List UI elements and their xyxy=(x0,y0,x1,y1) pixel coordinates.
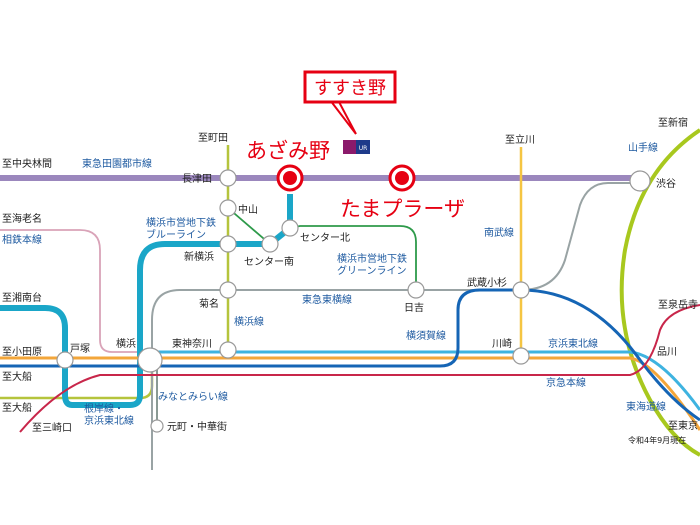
station-marker-musashi-kosugi[interactable] xyxy=(512,281,530,299)
footnote: 令和4年9月現在 xyxy=(628,435,686,445)
label-yokohama: 横浜 xyxy=(116,337,136,350)
line-label-sotetsu: 相鉄本線 xyxy=(2,233,42,246)
dir-chuo-rinkan: 至中央林間 xyxy=(2,157,52,170)
featured-label-tama-plaza: たまプラーザ xyxy=(340,197,465,221)
dir-ebina: 至海老名 xyxy=(2,212,42,225)
line-label-blue-1: 横浜市営地下鉄 xyxy=(146,216,216,229)
sotetsu-line xyxy=(0,229,145,353)
dir-tachikawa: 至立川 xyxy=(505,133,535,146)
yamanote-line xyxy=(619,128,700,457)
line-label-yokohama: 横浜線 xyxy=(234,315,264,328)
toyoko-line xyxy=(151,182,640,470)
label-center-kita: センター北 xyxy=(300,232,350,244)
tokaido-line xyxy=(0,356,700,431)
station-marker-motomachi-chukagai[interactable] xyxy=(150,419,164,433)
line-label-green-1: 横浜市営地下鉄 xyxy=(337,252,407,265)
label-nakayama: 中山 xyxy=(238,203,258,216)
featured-label-azamino: あざみ野 xyxy=(246,139,330,163)
featured-marker-tama-plaza[interactable] xyxy=(388,164,416,192)
line-label-yokosuka: 横須賀線 xyxy=(406,329,446,342)
line-label-denentoshi: 東急田園都市線 xyxy=(82,157,152,170)
station-marker-kikuna[interactable] xyxy=(219,281,237,299)
label-shibuya: 渋谷 xyxy=(656,177,676,190)
station-marker-center-kita[interactable] xyxy=(281,219,299,237)
label-higashi-kanagawa: 東神奈川 xyxy=(172,337,212,350)
line-label-nambu: 南武線 xyxy=(484,226,514,239)
station-marker-nagatsuta[interactable] xyxy=(219,169,237,187)
label-kawasaki: 川崎 xyxy=(492,337,512,350)
label-musashi-kosugi: 武蔵小杉 xyxy=(467,276,507,289)
dir-sengakuji: 至泉岳寺 xyxy=(658,298,698,311)
line-label-keikyu: 京急本線 xyxy=(546,376,586,389)
dir-tokyo: 至東京 xyxy=(668,419,698,432)
line-label-yamanote: 山手線 xyxy=(628,141,658,154)
station-marker-kawasaki[interactable] xyxy=(512,347,530,365)
label-hiyoshi: 日吉 xyxy=(404,302,424,314)
line-label-toyoko: 東急東横線 xyxy=(302,293,352,306)
station-marker-hiyoshi[interactable] xyxy=(407,281,425,299)
dir-machida: 至町田 xyxy=(198,132,228,144)
station-marker-totsuka[interactable] xyxy=(56,351,74,369)
dir-misakiguchi: 至三崎口 xyxy=(32,421,72,434)
callout-susukino: すすき野 xyxy=(303,70,397,135)
line-label-blue-2: ブルーライン xyxy=(146,228,206,241)
line-label-keihin-tohoku: 京浜東北線 xyxy=(548,337,598,350)
label-kikuna: 菊名 xyxy=(199,297,219,310)
label-center-minami: センター南 xyxy=(244,255,294,268)
station-marker-nakayama[interactable] xyxy=(219,199,237,217)
dir-ofuna-1: 至大船 xyxy=(2,370,32,383)
station-marker-higashi-kanagawa[interactable] xyxy=(219,341,237,359)
keihin-tohoku-line xyxy=(145,350,700,411)
station-marker-shin-yokohama[interactable] xyxy=(219,235,237,253)
label-totsuka: 戸塚 xyxy=(70,343,90,355)
featured-marker-azamino[interactable] xyxy=(276,164,304,192)
line-label-negishi-2: 京浜東北線 xyxy=(84,414,134,427)
line-label-green-2: グリーンライン xyxy=(337,264,407,277)
yokosuka-line xyxy=(0,288,700,422)
station-marker-center-minami[interactable] xyxy=(261,235,279,253)
dir-odawara: 至小田原 xyxy=(2,346,42,358)
ur-logo: UR xyxy=(343,140,370,154)
line-label-minatomirai: みなとみらい線 xyxy=(158,390,228,403)
dir-ofuna-2: 至大船 xyxy=(2,401,32,414)
line-label-negishi-1: 根岸線・ xyxy=(84,402,124,415)
label-motomachi-chukagai: 元町・中華街 xyxy=(167,420,227,433)
label-shinagawa: 品川 xyxy=(657,346,677,358)
blue-line xyxy=(0,194,293,408)
callout-label: すすき野 xyxy=(314,78,386,99)
dir-shonandai: 至湘南台 xyxy=(2,291,42,304)
ur-logo-text: UR xyxy=(359,145,368,152)
label-nagatsuta: 長津田 xyxy=(182,173,212,185)
station-marker-yokohama[interactable] xyxy=(137,347,163,373)
station-marker-shibuya[interactable] xyxy=(629,170,651,192)
keikyu-line xyxy=(19,304,700,433)
label-shin-yokohama: 新横浜 xyxy=(184,250,214,263)
dir-shinjuku: 至新宿 xyxy=(658,116,688,129)
line-label-tokaido: 東海道線 xyxy=(626,400,666,413)
